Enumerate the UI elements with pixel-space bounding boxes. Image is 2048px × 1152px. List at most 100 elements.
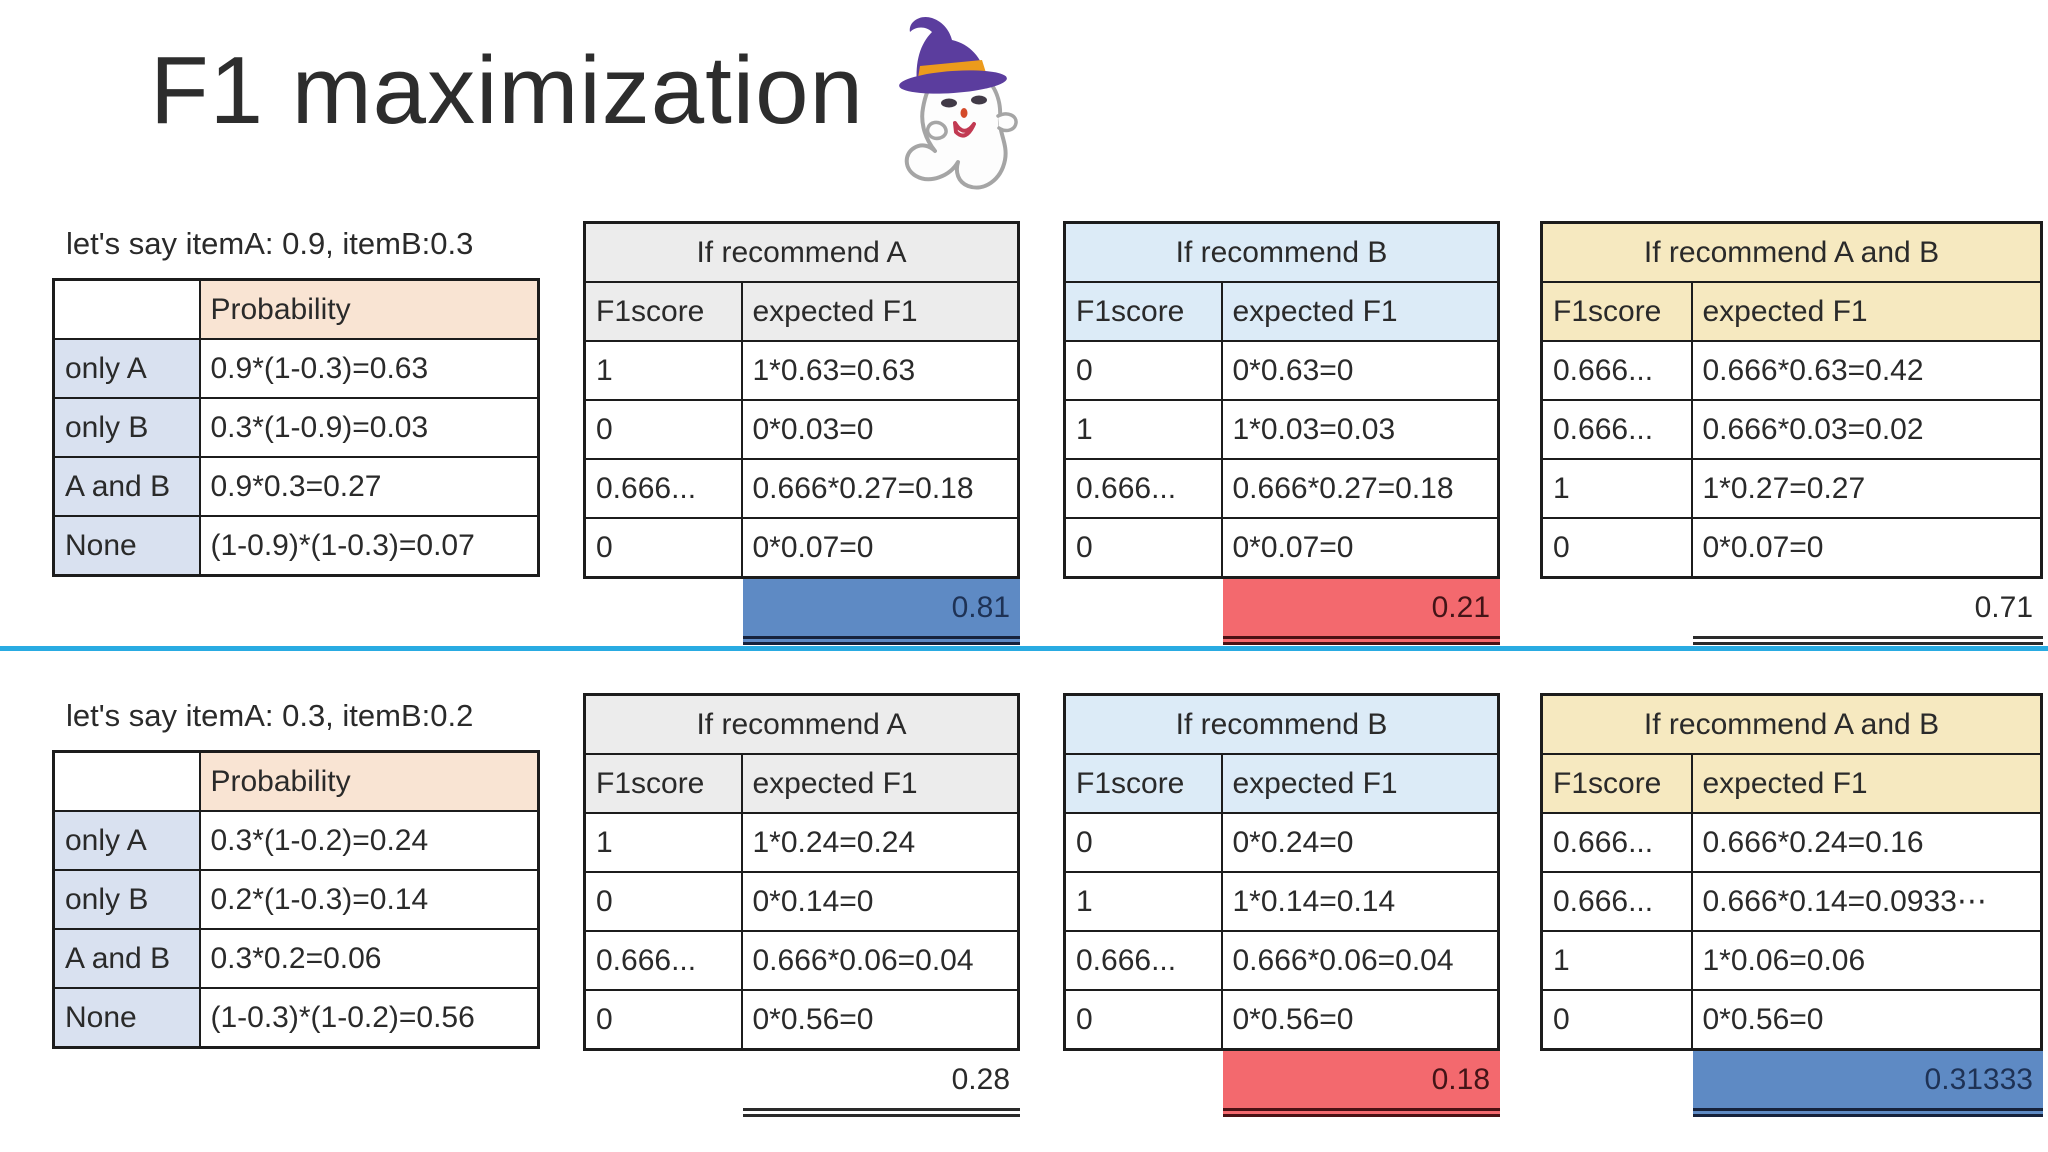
scenario-label: let's say itemA: 0.3, itemB:0.2 — [66, 698, 474, 733]
column-header-expected-f1: expected F1 — [740, 281, 1020, 342]
row-label: None — [52, 515, 201, 577]
f1score-cell: 0 — [1540, 989, 1693, 1051]
section-divider-line — [0, 646, 2048, 651]
table-row: 0.666...0.666*0.27=0.18 — [583, 458, 1020, 519]
f1score-cell: 0 — [1063, 517, 1223, 579]
f1score-cell: 0 — [583, 871, 743, 932]
expected-f1-total: 0.18 — [1223, 1051, 1500, 1117]
ghost-right-arm — [996, 112, 1018, 133]
expected-f1-cell: 1*0.63=0.63 — [740, 340, 1020, 401]
expected-f1-cell: 0.666*0.06=0.04 — [1220, 930, 1500, 991]
table-row: 0.666...0.666*0.14=0.0933⋯ — [1540, 871, 2043, 932]
table-row: 0.666...0.666*0.06=0.04 — [1063, 930, 1500, 991]
f1score-cell: 0.666... — [583, 458, 743, 519]
column-header-f1score: F1score — [583, 281, 743, 342]
expected-f1-cell: 0.666*0.03=0.02 — [1690, 399, 2043, 460]
row-label: None — [52, 987, 201, 1049]
ghost-nose — [960, 108, 968, 118]
expected-f1-cell: 0*0.24=0 — [1220, 812, 1500, 873]
f1score-cell: 0.666... — [1063, 458, 1223, 519]
expected-f1-cell: 0.666*0.63=0.42 — [1690, 340, 2043, 401]
recommend-a-and-b-table: If recommend A and B F1score expected F1… — [1540, 693, 2043, 1117]
table-title: If recommend B — [1063, 221, 1500, 283]
ghost-witch-illustration — [899, 16, 1018, 190]
column-header-f1score: F1score — [1063, 753, 1223, 814]
expected-f1-cell: 1*0.24=0.24 — [740, 812, 1020, 873]
witch-hat-brim — [899, 70, 1007, 94]
table-title: If recommend B — [1063, 693, 1500, 755]
f1score-cell: 1 — [583, 340, 743, 401]
column-header-f1score: F1score — [1540, 281, 1693, 342]
scenario-label: let's say itemA: 0.9, itemB:0.3 — [66, 226, 474, 261]
table-row: 0.666...0.666*0.06=0.04 — [583, 930, 1020, 991]
table-row: 0.666...0.666*0.03=0.02 — [1540, 399, 2043, 460]
f1score-cell: 1 — [1540, 458, 1693, 519]
expected-f1-cell: 0*0.07=0 — [1690, 517, 2043, 579]
table-title: If recommend A — [583, 693, 1020, 755]
expected-f1-cell: 0.666*0.27=0.18 — [1220, 458, 1500, 519]
f1score-cell: 0 — [583, 517, 743, 579]
expected-f1-cell: 0*0.07=0 — [740, 517, 1020, 579]
row-label: only B — [52, 397, 201, 458]
table-row: 0.666...0.666*0.24=0.16 — [1540, 812, 2043, 873]
table-row: 0.666...0.666*0.27=0.18 — [1063, 458, 1500, 519]
f1score-cell: 0 — [583, 989, 743, 1051]
f1score-cell: 1 — [1063, 871, 1223, 932]
expected-f1-cell: 0*0.07=0 — [1220, 517, 1500, 579]
expected-f1-cell: 1*0.27=0.27 — [1690, 458, 2043, 519]
expected-f1-cell: 0*0.56=0 — [740, 989, 1020, 1051]
expected-f1-total: 0.81 — [743, 579, 1020, 645]
expected-f1-cell: 0*0.56=0 — [1220, 989, 1500, 1051]
expected-f1-cell: 0.666*0.14=0.0933⋯ — [1690, 871, 2043, 932]
probability-value: 0.9*(1-0.3)=0.63 — [198, 338, 540, 399]
ghost-mouth — [953, 121, 976, 138]
recommend-a-and-b-table: If recommend A and B F1score expected F1… — [1540, 221, 2043, 645]
expected-f1-cell: 0*0.63=0 — [1220, 340, 1500, 401]
column-header-f1score: F1score — [583, 753, 743, 814]
column-header-expected-f1: expected F1 — [1690, 753, 2043, 814]
probability-value: 0.3*(1-0.9)=0.03 — [198, 397, 540, 458]
probability-value: 0.3*(1-0.2)=0.24 — [198, 810, 540, 871]
f1score-cell: 0.666... — [1540, 340, 1693, 401]
ghost-left-eye — [941, 98, 957, 108]
column-header-expected-f1: expected F1 — [1220, 281, 1500, 342]
probability-value: 0.9*0.3=0.27 — [198, 456, 540, 517]
expected-f1-total: 0.71 — [1693, 579, 2043, 645]
f1score-cell: 0.666... — [1540, 812, 1693, 873]
expected-f1-cell: 0.666*0.27=0.18 — [740, 458, 1020, 519]
table-title: If recommend A — [583, 221, 1020, 283]
column-header-f1score: F1score — [1063, 281, 1223, 342]
row-label: only A — [52, 810, 201, 871]
probability-value: (1-0.3)*(1-0.2)=0.56 — [198, 987, 540, 1049]
f1score-cell: 0.666... — [583, 930, 743, 991]
column-header-expected-f1: expected F1 — [740, 753, 1020, 814]
expected-f1-cell: 1*0.14=0.14 — [1220, 871, 1500, 932]
expected-f1-cell: 0.666*0.24=0.16 — [1690, 812, 2043, 873]
row-label: A and B — [52, 456, 201, 517]
column-header-f1score: F1score — [1540, 753, 1693, 814]
f1score-cell: 0 — [1063, 340, 1223, 401]
column-header-expected-f1: expected F1 — [1220, 753, 1500, 814]
